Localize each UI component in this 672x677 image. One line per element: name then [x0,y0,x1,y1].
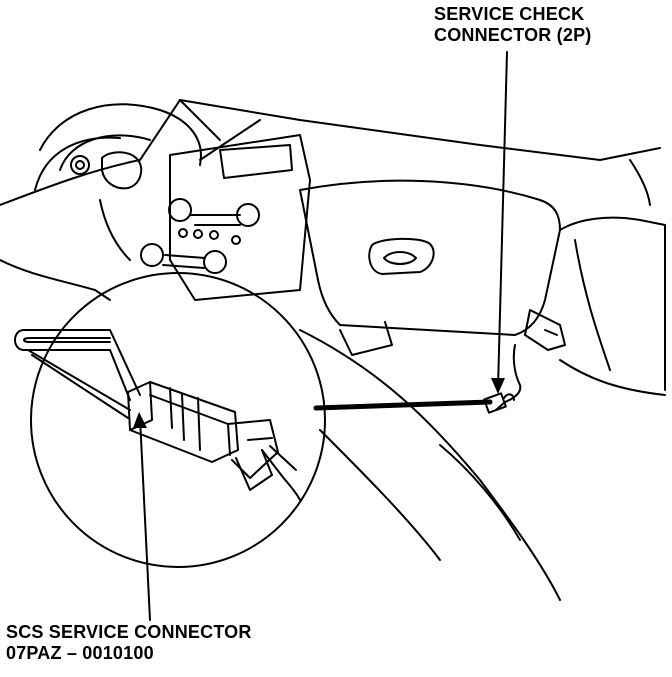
scs-label-line1: SCS SERVICE CONNECTOR [6,622,252,642]
bottom-callout-arrowhead [133,412,147,428]
dashboard-top-line [0,99,661,206]
scs-service-connector-label: SCS SERVICE CONNECTOR 07PAZ – 0010100 [6,622,252,664]
service-check-connector-label: SERVICE CHECK CONNECTOR (2P) [434,4,591,46]
service-check-label-line2: CONNECTOR (2P) [434,25,592,45]
scs-label-line2: 07PAZ – 0010100 [6,643,154,663]
zoom-leader-line [313,399,493,411]
service-check-connector-shape [483,392,515,414]
service-check-label-line1: SERVICE CHECK [434,4,585,24]
center-console [140,134,311,301]
magnifier-circle [30,272,326,568]
scs-connector-detail [14,329,301,501]
steering-wheel [34,103,202,261]
top-callout-leader [497,51,508,389]
top-callout-arrowhead [491,378,505,394]
bottom-callout-leader [139,417,151,621]
door-panel [559,216,666,391]
glove-box [299,179,561,356]
